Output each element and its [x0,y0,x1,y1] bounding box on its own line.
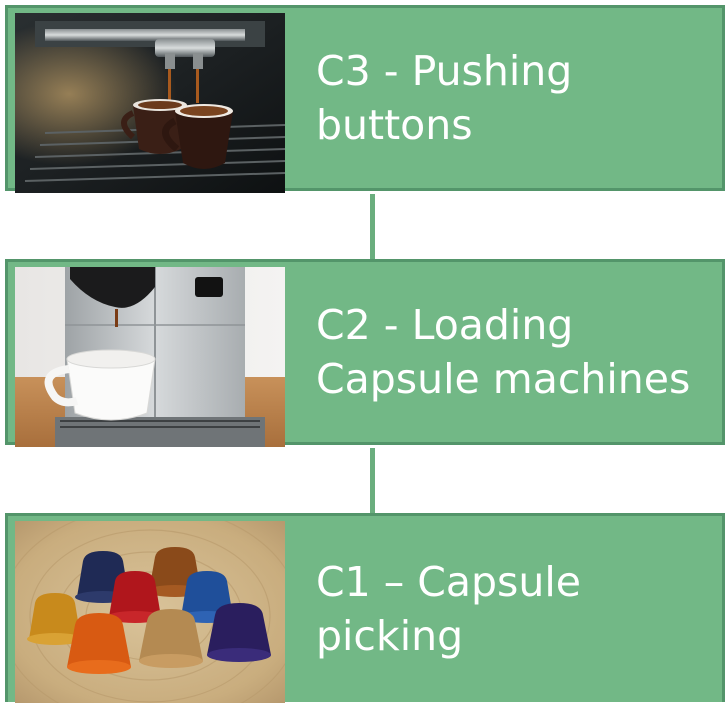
step-text: C2 - Loading Capsule machines [316,301,691,403]
step-text: C3 - Pushing buttons [316,47,573,149]
step-label: C1 – Capsule picking [316,516,714,702]
step-card-c1: C1 – Capsule picking [5,513,725,703]
step-text: C1 – Capsule picking [316,558,582,660]
step-label: C2 - Loading Capsule machines [316,262,714,442]
step-card-c2: C2 - Loading Capsule machines [5,259,725,447]
capsule-coffee-machine-photo [15,267,285,447]
connector-line [370,194,375,259]
step-card-c3: C3 - Pushing buttons [5,5,725,193]
step-label: C3 - Pushing buttons [316,8,714,188]
connector-line [370,448,375,513]
coffee-capsules-photo [15,521,285,703]
espresso-machine-pouring-photo [15,13,285,193]
